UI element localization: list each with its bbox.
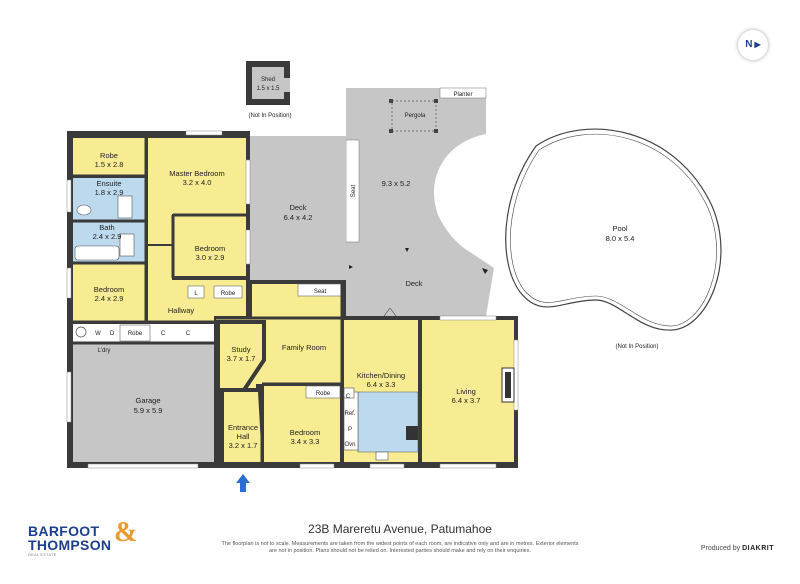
shed-label: Shed xyxy=(261,77,275,83)
outdoor-dims: 9.3 x 5.2 xyxy=(382,179,411,188)
deck-lower-label: Deck xyxy=(405,279,422,288)
laundry-d: D xyxy=(110,331,115,337)
bedroom4-room xyxy=(264,386,340,462)
master-bedroom-room xyxy=(148,138,246,244)
hallway-robe: Robe xyxy=(221,291,236,297)
pool-note: (Not In Position) xyxy=(615,344,658,350)
bedroom3-label: Bedroom xyxy=(94,285,124,294)
family-room xyxy=(252,284,342,384)
bedroom3-dims: 2.4 x 2.9 xyxy=(95,294,124,303)
brand-line1: BARFOOT xyxy=(28,523,100,539)
seat-family-label: Seat xyxy=(314,289,327,295)
master-dims: 3.2 x 4.0 xyxy=(183,178,212,187)
bedroom4-robe: Robe xyxy=(316,391,331,397)
laundry-robe: Robe xyxy=(128,331,143,337)
pergola-label: Pergola xyxy=(405,113,426,119)
study-dims: 3.7 x 1.7 xyxy=(227,354,256,363)
produced-by-prefix: Produced by xyxy=(700,545,741,552)
compass-label: N xyxy=(745,39,753,50)
hallway-label: Hallway xyxy=(168,306,195,315)
shed-dims: 1.5 x 1.5 xyxy=(256,86,280,92)
produced-by: Produced by DIAKRIT xyxy=(701,545,774,552)
outdoor-area xyxy=(346,88,486,252)
deck-upper-dims: 6.4 x 4.2 xyxy=(284,213,313,222)
compass-arrow-icon: ▶ xyxy=(754,40,761,49)
hallway-l: L xyxy=(194,291,198,297)
exterior: Shed 1.5 x 1.5 (Not In Position) Planter… xyxy=(246,61,722,350)
garage-label: Garage xyxy=(135,396,160,405)
garage-dims: 5.9 x 5.9 xyxy=(134,406,163,415)
pool-dims: 8.0 x 5.4 xyxy=(606,234,635,243)
brand-amp: & xyxy=(114,517,138,548)
living-label: Living xyxy=(456,387,476,396)
bedroom2-room xyxy=(174,216,246,276)
bedroom4-dims: 3.4 x 3.3 xyxy=(291,437,320,446)
robe-master-label: Robe xyxy=(100,151,118,160)
property-address: 23B Mareretu Avenue, Patumahoe xyxy=(308,522,492,536)
brand-logo: BARFOOT THOMPSON & REAL ESTATE xyxy=(28,519,137,558)
entrance-label: Entrance xyxy=(228,423,258,432)
kitchen-ref: Ref. xyxy=(344,411,355,417)
kitchen-bench xyxy=(357,391,419,453)
study-label: Study xyxy=(231,345,250,354)
kitchen-dims: 6.4 x 3.3 xyxy=(367,380,396,389)
bedroom2-label: Bedroom xyxy=(195,244,225,253)
pool-outline xyxy=(505,128,722,331)
compass-icon: N▶ xyxy=(738,30,768,60)
pergola-outline xyxy=(391,100,437,132)
kitchen-label: Kitchen/Dining xyxy=(357,371,405,380)
planter-box xyxy=(439,87,487,99)
robe-master-dims: 1.5 x 2.8 xyxy=(95,160,124,169)
house: Seat L Robe W D Robe C C L'dry Robe xyxy=(66,130,519,492)
shed-note: (Not In Position) xyxy=(248,113,291,119)
kitchen-c: C xyxy=(346,394,351,400)
deck-upper-label: Deck xyxy=(289,203,306,212)
pool-label: Pool xyxy=(612,224,627,233)
planter-label: Planter xyxy=(453,92,472,98)
ensuite-dims: 1.8 x 2.9 xyxy=(95,188,124,197)
living-dims: 6.4 x 3.7 xyxy=(452,396,481,405)
garage-room xyxy=(73,344,214,462)
bedroom3-room xyxy=(73,264,145,321)
produced-by-name: DIAKRIT xyxy=(742,545,774,552)
brand-line2: THOMPSON xyxy=(28,537,112,553)
bath-dims: 2.4 x 2.9 xyxy=(93,232,122,241)
disclaimer: The floorplan is not to scale. Measureme… xyxy=(221,541,579,554)
floor-plan: Shed 1.5 x 1.5 (Not In Position) Planter… xyxy=(66,61,722,492)
seat-vertical-label: Seat xyxy=(351,184,357,197)
laundry-c2: C xyxy=(186,331,191,337)
kitchen-ovn: Ovn xyxy=(344,442,355,448)
laundry-w: W xyxy=(95,331,101,337)
hallway-room xyxy=(148,246,246,321)
family-label: Family Room xyxy=(282,343,326,352)
living-room xyxy=(422,320,514,462)
bedroom4-label: Bedroom xyxy=(290,428,320,437)
entrance-label2: Hall xyxy=(237,432,250,441)
entrance-dims: 3.2 x 1.7 xyxy=(229,441,258,450)
deck-lower xyxy=(346,252,494,316)
brand-tagline: REAL ESTATE xyxy=(28,552,57,557)
study-room xyxy=(216,320,266,392)
robe-master-room xyxy=(73,138,145,175)
master-label: Master Bedroom xyxy=(169,169,224,178)
bedroom2-dims: 3.0 x 2.9 xyxy=(196,253,225,262)
laundry-c1: C xyxy=(161,331,166,337)
laundry-label: L'dry xyxy=(98,348,111,354)
ensuite-label: Ensuite xyxy=(96,179,121,188)
deck-upper xyxy=(250,136,346,280)
entrance-hall-room xyxy=(224,392,262,462)
bath-label: Bath xyxy=(99,223,114,232)
kitchen-p: P xyxy=(348,427,352,433)
entry-arrow-icon xyxy=(236,474,250,492)
